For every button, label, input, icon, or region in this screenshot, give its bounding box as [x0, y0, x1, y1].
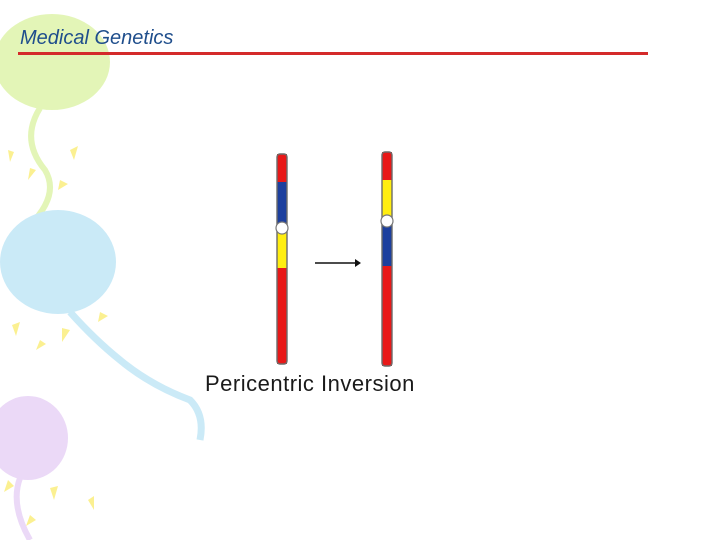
green-balloon [0, 14, 110, 110]
before-blue-segment [277, 182, 287, 226]
blue-balloon [0, 210, 116, 314]
purple-balloon [0, 396, 68, 480]
before-yellow-segment [277, 232, 287, 268]
diagram-caption: Pericentric Inversion [205, 371, 415, 396]
pericentric-inversion-diagram [275, 151, 394, 367]
chromosome-before [275, 153, 289, 365]
confetti [4, 146, 108, 526]
before-centromere [275, 221, 289, 235]
before-q-arm [277, 268, 287, 364]
blue-balloon-string [67, 309, 205, 441]
before-p-arm-tip [277, 154, 287, 182]
after-q-arm [382, 266, 392, 366]
after-centromere [380, 214, 394, 228]
chromosome-after [380, 151, 394, 367]
right-arrow [315, 259, 361, 267]
before-outline [276, 153, 288, 365]
balloon-background [0, 14, 205, 540]
after-p-arm-tip [382, 152, 392, 180]
after-outline [381, 151, 393, 367]
after-yellow-segment [382, 180, 392, 216]
after-blue-segment [382, 224, 392, 266]
purple-balloon-string [13, 476, 33, 540]
green-balloon-string [27, 106, 53, 228]
title-underline [18, 52, 648, 55]
slide-title: Medical Genetics [20, 27, 174, 49]
